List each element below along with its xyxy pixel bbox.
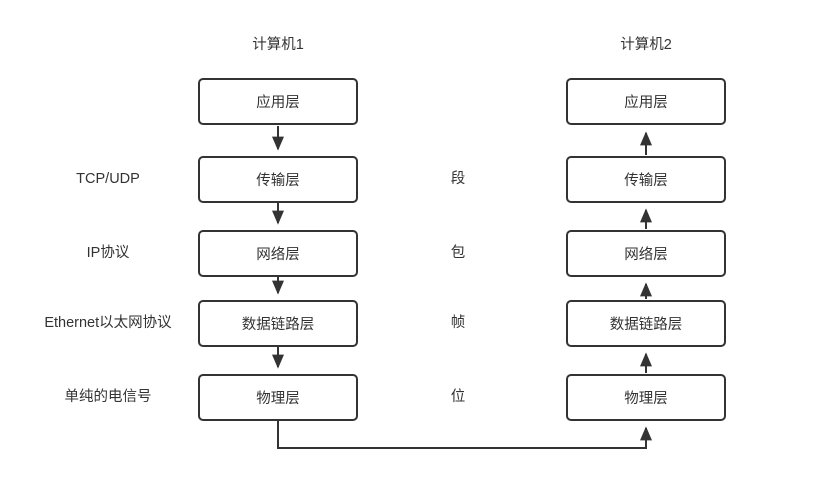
physical-link-path (277, 421, 652, 449)
node-computer2-transport[interactable]: 传输层 (566, 156, 726, 203)
node-computer1-network[interactable]: 网络层 (198, 230, 358, 277)
middle-label-transport: 段 (450, 171, 466, 187)
node-computer2-datalink[interactable]: 数据链路层 (566, 300, 726, 347)
node-computer1-transport[interactable]: 传输层 (198, 156, 358, 203)
node-computer2-network[interactable]: 网络层 (566, 230, 726, 277)
middle-label-datalink: 帧 (450, 315, 466, 331)
node-computer2-application[interactable]: 应用层 (566, 78, 726, 125)
middle-label-physical: 位 (450, 389, 466, 405)
node-computer1-application[interactable]: 应用层 (198, 78, 358, 125)
left-label-network: IP协议 (86, 245, 130, 261)
node-computer2-physical[interactable]: 物理层 (566, 374, 726, 421)
left-label-transport: TCP/UDP (76, 171, 140, 187)
column-title-computer2: 计算机2 (620, 37, 672, 53)
left-label-datalink: Ethernet以太网协议 (44, 315, 172, 331)
node-computer1-physical[interactable]: 物理层 (198, 374, 358, 421)
left-label-physical: 单纯的电信号 (64, 389, 152, 405)
column-title-computer1: 计算机1 (252, 37, 304, 53)
middle-label-network: 包 (450, 245, 466, 261)
node-computer1-datalink[interactable]: 数据链路层 (198, 300, 358, 347)
